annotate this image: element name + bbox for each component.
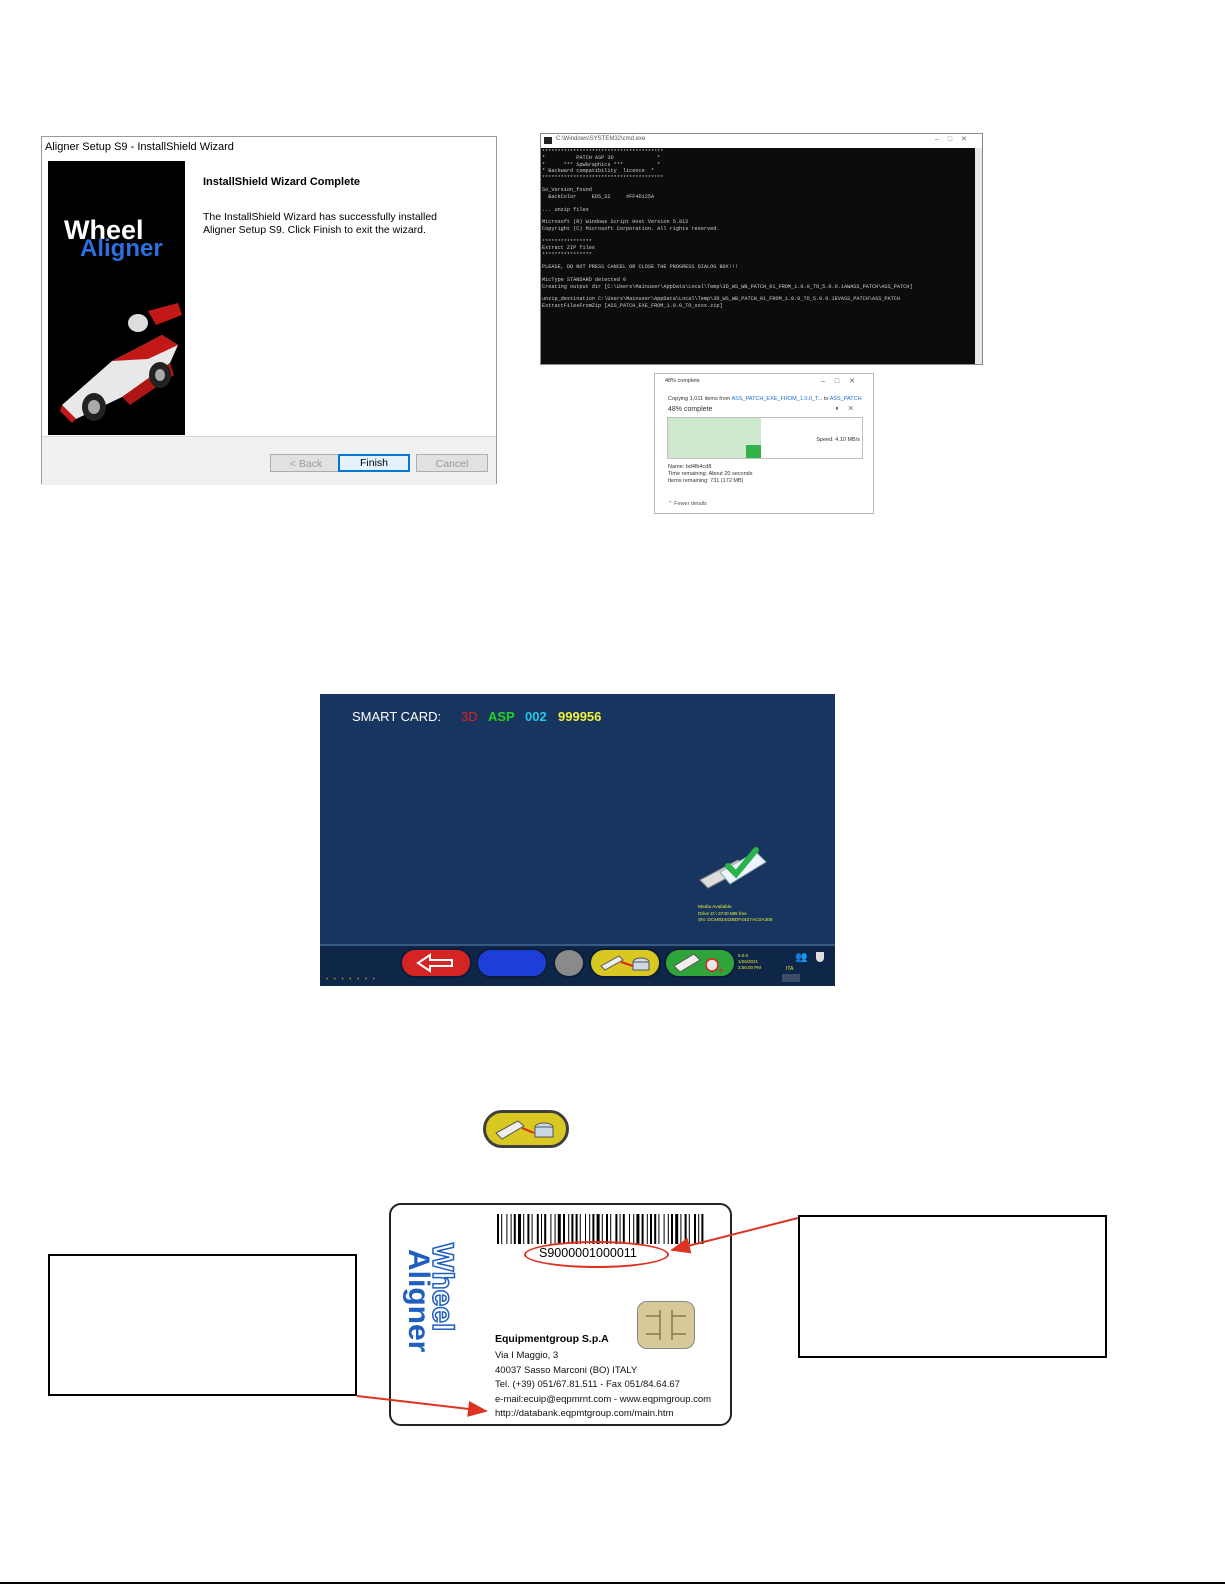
copy-time-remaining: Time remaining: About 20 seconds bbox=[668, 471, 753, 477]
fewer-details-label: Fewer details bbox=[674, 501, 707, 507]
copy-percent: 48% complete bbox=[668, 406, 713, 413]
serial-highlight-oval bbox=[524, 1241, 669, 1268]
copy-dialog-title: 48% complete bbox=[665, 378, 700, 384]
copy-info: Name: bd4fb4cd8 Time remaining: About 20… bbox=[668, 464, 752, 485]
card-address-line2: 40037 Sasso Marconi (BO) ITALY bbox=[495, 1364, 638, 1376]
version-time: 3:56:00 PM bbox=[738, 965, 762, 970]
svg-text:+: + bbox=[718, 966, 724, 976]
usb-to-database-icon bbox=[600, 955, 650, 971]
smart-card-code-id: 999956 bbox=[558, 709, 602, 724]
copy-prefix: Copying 1,011 items from bbox=[668, 396, 732, 402]
usb-to-database-icon bbox=[495, 1120, 554, 1140]
banner-logo-aligner: Aligner bbox=[80, 235, 163, 262]
copy-progress-speed-bar bbox=[745, 445, 762, 458]
usb-install-icon: + bbox=[673, 953, 724, 977]
window-title: Aligner Setup S9 - InstallShield Wizard bbox=[45, 141, 234, 153]
usb-to-database-button[interactable] bbox=[589, 948, 661, 978]
back-arrow-button[interactable] bbox=[400, 948, 472, 978]
console-title-bar: C:\Windows\SYSTEM32\cmd.exe –□✕ bbox=[541, 134, 982, 148]
copy-progress-graph: Speed: 4.10 MB/s bbox=[667, 417, 863, 459]
page-bottom-rule bbox=[0, 1582, 1225, 1584]
smart-card-code-number: 002 bbox=[525, 709, 547, 724]
copy-dialog-window-controls[interactable]: –□✕ bbox=[821, 378, 865, 385]
wizard-message: The InstallShield Wizard has successfull… bbox=[203, 211, 438, 236]
copy-mid: to bbox=[822, 396, 830, 402]
wizard-side-banner: Wheel Aligner bbox=[48, 161, 185, 435]
smart-card-chip-icon bbox=[637, 1301, 695, 1349]
race-car-icon bbox=[60, 303, 182, 423]
fewer-details-toggle[interactable]: ⌃ Fewer details bbox=[668, 501, 707, 507]
card-logo-wheel: Wheel bbox=[426, 1243, 459, 1331]
toolbar-status-dots: • • • • • • • bbox=[326, 977, 377, 983]
media-serial: SN: DCM92443BDF4407AC0A308 bbox=[698, 918, 773, 923]
window-controls[interactable]: –□✕ bbox=[935, 136, 976, 143]
finish-button[interactable]: Finish bbox=[338, 454, 410, 472]
card-address-line1: Via I Maggio, 3 bbox=[495, 1350, 559, 1361]
smart-card-label: SMART CARD: bbox=[352, 709, 442, 724]
barcode bbox=[497, 1214, 704, 1244]
callout-box-left bbox=[48, 1254, 357, 1396]
language-indicator[interactable]: ITA bbox=[786, 966, 794, 972]
card-address: Via I Maggio, 3 40037 Sasso Marconi (BO)… bbox=[495, 1349, 711, 1422]
card-company-name: Equipmentgroup S.p.A bbox=[495, 1333, 609, 1345]
copy-progress-fill bbox=[668, 418, 762, 458]
pause-cancel-controls[interactable]: ⏸✕ bbox=[835, 406, 863, 412]
smart-card-code-asp: ASP bbox=[488, 709, 515, 724]
copy-dest-link[interactable]: ASS_PATCH bbox=[829, 396, 862, 402]
console-scrollbar[interactable] bbox=[975, 148, 982, 364]
flag-icon bbox=[782, 974, 800, 982]
version-number: 5.0.0 bbox=[738, 953, 749, 958]
copy-speed: Speed: 4.10 MB/s bbox=[816, 437, 860, 443]
copy-description: Copying 1,011 items from ASS_PATCH_EXE_F… bbox=[668, 396, 862, 402]
user-icon[interactable]: 👥 bbox=[795, 952, 808, 963]
card-email: e-mail:ecuip@eqpmrnt.com - www.eqpmgroup… bbox=[495, 1393, 712, 1405]
back-button[interactable]: < Back bbox=[270, 454, 342, 472]
smart-card-image: S9000001000011 Wheel Aligner Equipmentgr… bbox=[389, 1203, 732, 1426]
banner-logo-wheel: Wheel bbox=[64, 215, 144, 245]
card-logo-aligner: Aligner bbox=[403, 1249, 435, 1353]
command-prompt-window: C:\Windows\SYSTEM32\cmd.exe –□✕ ********… bbox=[540, 133, 983, 365]
usb-install-button[interactable]: + bbox=[664, 948, 736, 978]
copy-source-link[interactable]: ASS_PATCH_EXE_FROM_1.0.0_T... bbox=[731, 396, 823, 402]
wizard-heading: InstallShield Wizard Complete bbox=[203, 176, 360, 188]
usb-to-database-button-large[interactable] bbox=[483, 1110, 569, 1148]
smart-card-code-3d: 3D bbox=[461, 709, 478, 724]
back-arrow-icon bbox=[416, 953, 453, 973]
card-phone: Tel. (+39) 051/67.81.511 - Fax 051/84.64… bbox=[495, 1379, 680, 1390]
card-url: http://databank.eqpmtgroup.com/main.htm bbox=[495, 1408, 674, 1419]
copy-name: Name: bd4fb4cd8 bbox=[668, 464, 712, 470]
wizard-footer: < Back Finish Cancel bbox=[42, 436, 496, 485]
console-app-icon bbox=[544, 137, 552, 144]
console-output: *************************************** … bbox=[542, 149, 913, 309]
usb-drive-icon bbox=[699, 847, 767, 889]
grey-round-button[interactable] bbox=[553, 948, 585, 978]
version-date: 1/26/2021 bbox=[738, 959, 759, 964]
copy-items-remaining: Items remaining: 731 (172 MB) bbox=[668, 478, 744, 484]
media-status: Media Available Drive D:\ 3740 MB free S… bbox=[698, 905, 772, 925]
cancel-button[interactable]: Cancel bbox=[416, 454, 488, 472]
blue-button[interactable] bbox=[476, 948, 548, 978]
media-drive: Drive D:\ 3740 MB free bbox=[698, 911, 747, 917]
copy-progress-dialog: 48% complete –□✕ Copying 1,011 items fro… bbox=[654, 373, 874, 514]
version-info: 5.0.0 1/26/2021 3:56:00 PM bbox=[738, 953, 761, 971]
console-title: C:\Windows\SYSTEM32\cmd.exe bbox=[556, 136, 646, 142]
shield-icon[interactable] bbox=[816, 952, 824, 962]
media-available: Media Available bbox=[698, 905, 732, 910]
installshield-wizard-window: Aligner Setup S9 - InstallShield Wizard … bbox=[41, 136, 497, 485]
card-vertical-logo: Wheel Aligner bbox=[403, 1242, 460, 1353]
callout-box-right bbox=[798, 1215, 1107, 1358]
aligner-smart-card-screen: SMART CARD: 3D ASP 002 999956 Media Avai… bbox=[320, 694, 835, 986]
